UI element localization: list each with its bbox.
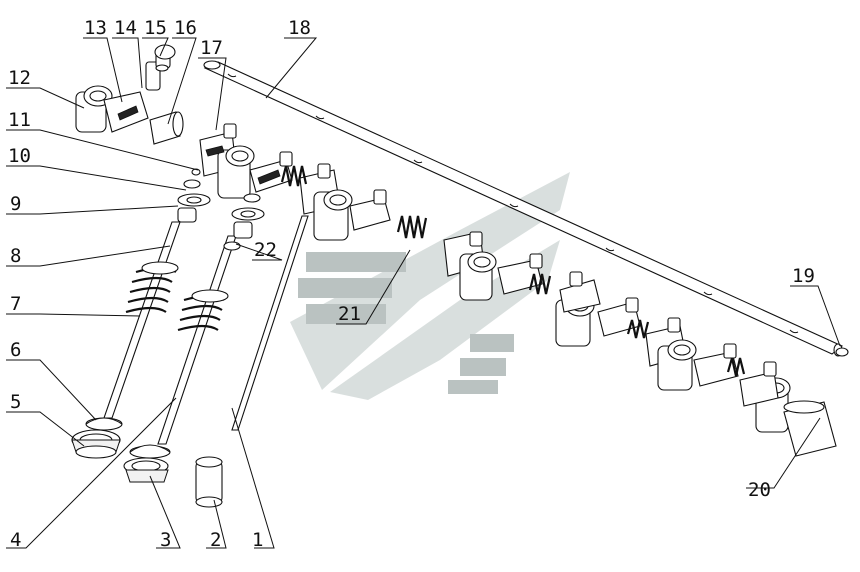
callout-21: 21: [338, 303, 361, 325]
callout-6: 6: [10, 339, 21, 361]
callout-2: 2: [210, 529, 221, 551]
callout-12: 12: [8, 67, 31, 89]
callout-10: 10: [8, 145, 31, 167]
callout-3: 3: [160, 529, 171, 551]
callout-14: 14: [114, 17, 137, 39]
callout-17: 17: [200, 37, 223, 59]
callout-5: 5: [10, 391, 21, 413]
callout-18: 18: [288, 17, 311, 39]
shaft-springs: [280, 165, 746, 377]
callout-13: 13: [84, 17, 107, 39]
rocker-shaft: [203, 60, 844, 357]
valve-train: [71, 168, 309, 508]
rocker-detail-assembly: [75, 44, 184, 145]
callout-11: 11: [8, 109, 31, 131]
shaft-end-parts: [783, 347, 849, 457]
callout-labels: 1 2 3 4 5 6 7 8 9 10 11 12 13 14 15 16 1…: [8, 17, 815, 551]
callout-7: 7: [10, 293, 21, 315]
callout-1: 1: [252, 529, 263, 551]
leader-lines: [6, 37, 841, 549]
callout-9: 9: [10, 193, 21, 215]
callout-15: 15: [144, 17, 167, 39]
callout-19: 19: [792, 265, 815, 287]
callout-8: 8: [10, 245, 21, 267]
callout-16: 16: [174, 17, 197, 39]
callout-22: 22: [254, 239, 277, 261]
callout-20: 20: [748, 479, 771, 501]
callout-4: 4: [10, 529, 21, 551]
